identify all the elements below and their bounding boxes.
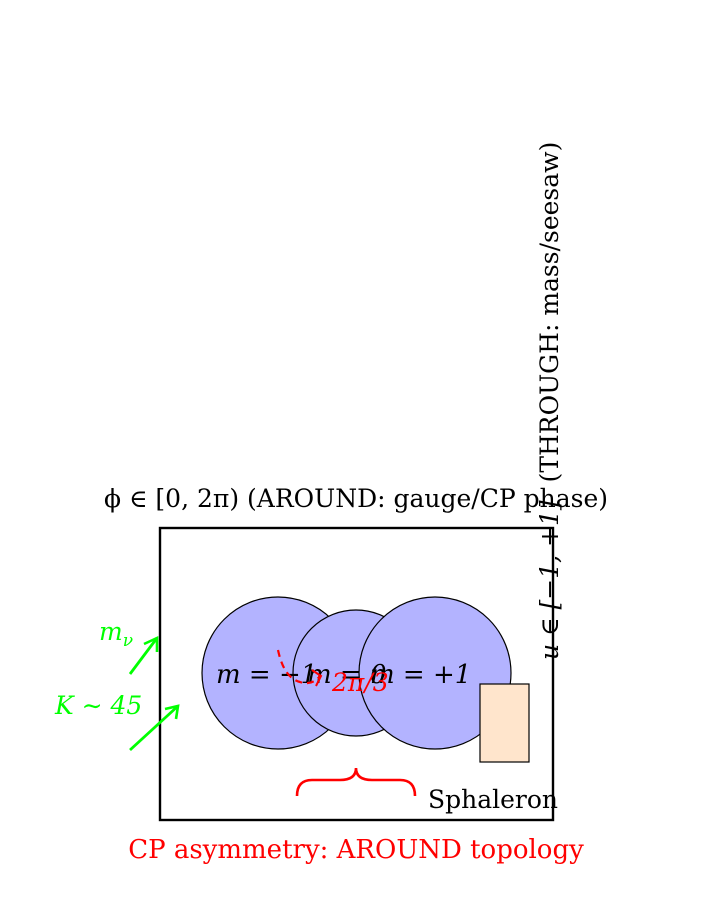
neutrino-mass-symbol: m: [99, 617, 123, 646]
sphaleron-label: Sphaleron: [428, 785, 558, 814]
washout-arrow-head: [164, 704, 180, 720]
neutrino-mass-arrow: [128, 637, 159, 675]
sphaleron-box: [479, 683, 530, 763]
neutrino-mass-arrow-head: [143, 635, 159, 652]
washout-arrow: [129, 704, 179, 752]
neutrino-mass-subscript: ν: [123, 631, 133, 651]
sphaleron-brace: [295, 767, 417, 797]
vertical-label-text: (THROUGH: mass/seesaw): [535, 142, 564, 483]
neutrino-mass-label: mν: [99, 617, 133, 651]
washout-label: K ∼ 45: [54, 691, 142, 720]
main-frame: [158, 526, 555, 822]
vertical-axis-label: u ∈ [−1, +1] (THROUGH: mass/seesaw): [535, 142, 564, 660]
circle-m-plus-1: [358, 596, 512, 750]
circle-label-m-minus-1: m = −1: [216, 660, 317, 690]
phase-arrow-head: [311, 669, 323, 687]
vertical-label-math: u ∈ [−1, +1]: [535, 500, 564, 660]
phase-range-label: ϕ ∈ [0, 2π) (AROUND: gauge/CP phase): [104, 484, 608, 513]
phase-annotation: 2π/3: [331, 668, 389, 697]
circle-label-m-plus-1: m = +1: [370, 660, 471, 690]
phase-arrow: [276, 649, 321, 685]
caption: CP asymmetry: AROUND topology: [128, 835, 584, 865]
